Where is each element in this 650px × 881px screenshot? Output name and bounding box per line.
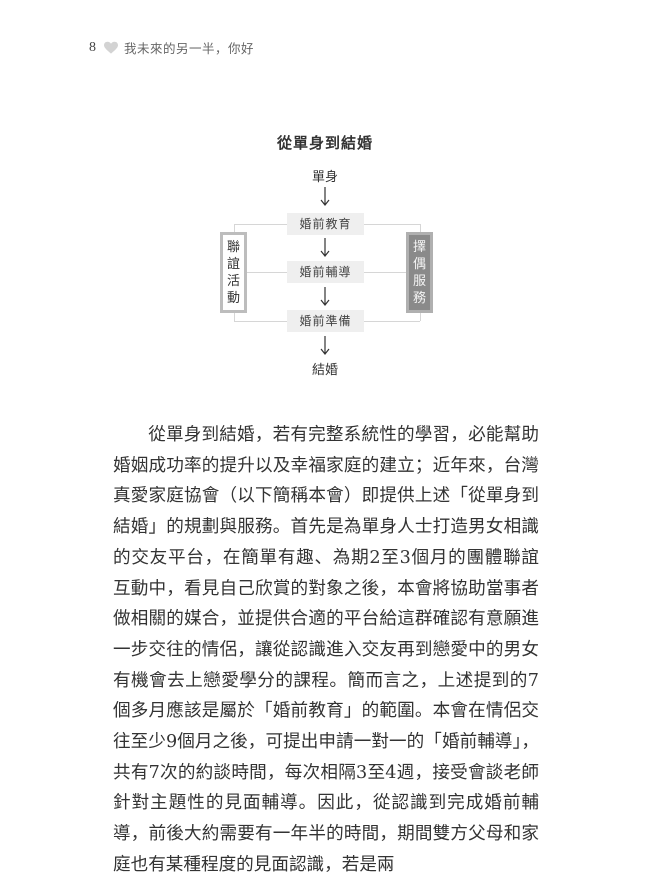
- page-number: 8: [89, 39, 96, 55]
- diagram-end: 結婚: [311, 363, 338, 378]
- running-header: 8 我未來的另一半，你好: [89, 38, 254, 57]
- connector-line: [234, 224, 287, 225]
- side-char: 擇: [412, 239, 426, 255]
- connector-line: [364, 272, 406, 273]
- connector-line: [364, 321, 420, 322]
- side-char: 服: [412, 273, 426, 289]
- social-activities-box: 聯 誼 活 動: [220, 232, 247, 313]
- connector-line: [364, 224, 420, 225]
- connector-line: [234, 321, 287, 322]
- step-premarital-preparation: 婚前準備: [287, 310, 364, 332]
- connector-line: [234, 224, 235, 232]
- arrow-down-icon: [320, 187, 330, 206]
- paragraph: 從單身到結婚，若有完整系統性的學習，必能幫助婚姻成功率的提升以及幸福家庭的建立；…: [113, 425, 539, 875]
- side-char: 活: [226, 273, 240, 289]
- connector-line: [420, 313, 421, 321]
- running-title: 我未來的另一半，你好: [124, 41, 255, 56]
- arrow-down-icon: [320, 336, 330, 355]
- side-char: 動: [226, 290, 240, 306]
- arrow-down-icon: [320, 287, 330, 306]
- side-char: 務: [412, 290, 426, 306]
- step-premarital-counseling: 婚前輔導: [287, 261, 364, 283]
- side-char: 聯: [226, 239, 240, 255]
- diagram-start: 單身: [311, 170, 338, 185]
- side-char: 偶: [412, 256, 426, 272]
- connector-line: [247, 272, 287, 273]
- side-char: 誼: [226, 256, 240, 272]
- step-premarital-education: 婚前教育: [287, 213, 364, 235]
- heart-icon: [104, 41, 118, 54]
- matchmaking-service-box: 擇 偶 服 務: [406, 232, 433, 313]
- connector-line: [420, 224, 421, 232]
- arrow-down-icon: [320, 238, 330, 257]
- diagram-title: 從單身到結婚: [276, 134, 373, 152]
- body-text: 從單身到結婚，若有完整系統性的學習，必能幫助婚姻成功率的提升以及幸福家庭的建立；…: [113, 420, 539, 881]
- connector-line: [234, 313, 235, 321]
